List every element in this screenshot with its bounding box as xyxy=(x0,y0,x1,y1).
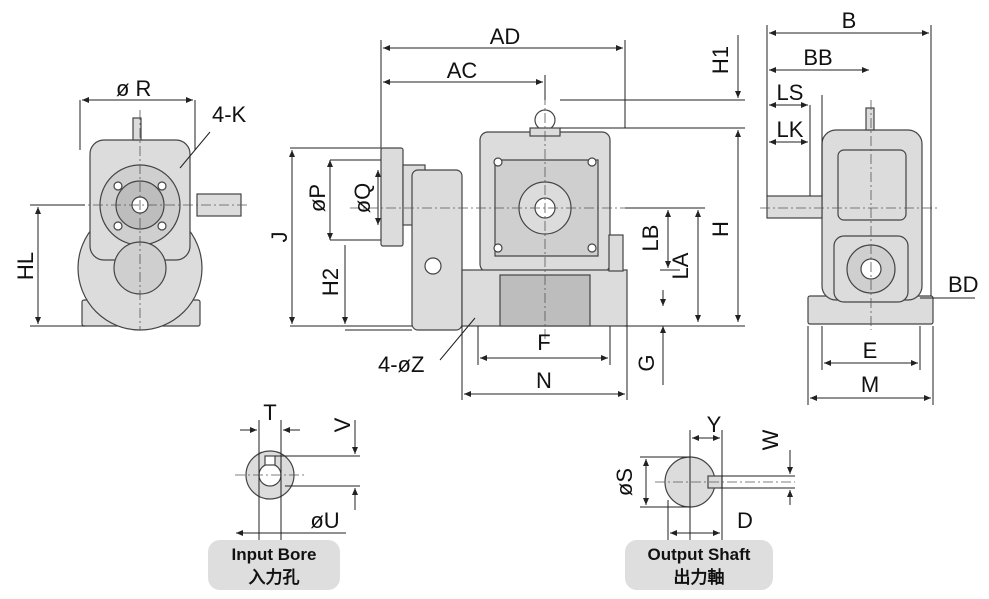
dim-S: øS xyxy=(612,468,637,496)
dim-M: M xyxy=(861,372,879,397)
input-bore-caption-zh: 入力孔 xyxy=(249,567,300,587)
dim-P: øP xyxy=(305,184,330,212)
dim-G: G xyxy=(634,354,659,371)
dim-J: J xyxy=(267,232,292,243)
dim-AD: AD xyxy=(490,24,521,49)
dim-B: B xyxy=(842,8,857,33)
output-shaft-caption-zh: 出力軸 xyxy=(674,567,725,587)
dim-Y: Y xyxy=(707,412,722,437)
output-shaft-caption-en: Output Shaft xyxy=(648,545,751,564)
dim-BD: BD xyxy=(948,272,979,297)
dim-LS: LS xyxy=(777,80,804,105)
dim-E: E xyxy=(863,338,878,363)
dim-Z: 4-øZ xyxy=(378,352,424,377)
dim-F: F xyxy=(537,330,550,355)
dim-HL: HL xyxy=(13,252,38,280)
dim-R: ø R xyxy=(116,76,151,101)
right-side-view xyxy=(760,25,975,405)
dim-Q: øQ xyxy=(350,183,375,214)
dim-H2: H2 xyxy=(318,268,343,296)
center-front-view xyxy=(289,35,745,400)
dim-LA: LA xyxy=(668,252,693,279)
input-bore-detail xyxy=(208,420,360,590)
input-bore-caption-en: Input Bore xyxy=(232,545,317,564)
dim-D: D xyxy=(737,508,753,533)
dim-T: T xyxy=(263,400,276,425)
dim-K: 4-K xyxy=(212,102,247,127)
dim-AC: AC xyxy=(447,58,478,83)
dim-LB: LB xyxy=(638,225,663,252)
dim-BB: BB xyxy=(803,45,832,70)
dim-H1: H1 xyxy=(708,46,733,74)
left-end-view xyxy=(30,97,250,331)
dim-W: W xyxy=(758,429,783,450)
dim-N: N xyxy=(536,368,552,393)
dim-H: H xyxy=(708,221,733,237)
dim-V: V xyxy=(330,417,355,432)
output-shaft-detail xyxy=(625,430,795,590)
dim-U: øU xyxy=(310,508,339,533)
dim-LK: LK xyxy=(777,117,804,142)
